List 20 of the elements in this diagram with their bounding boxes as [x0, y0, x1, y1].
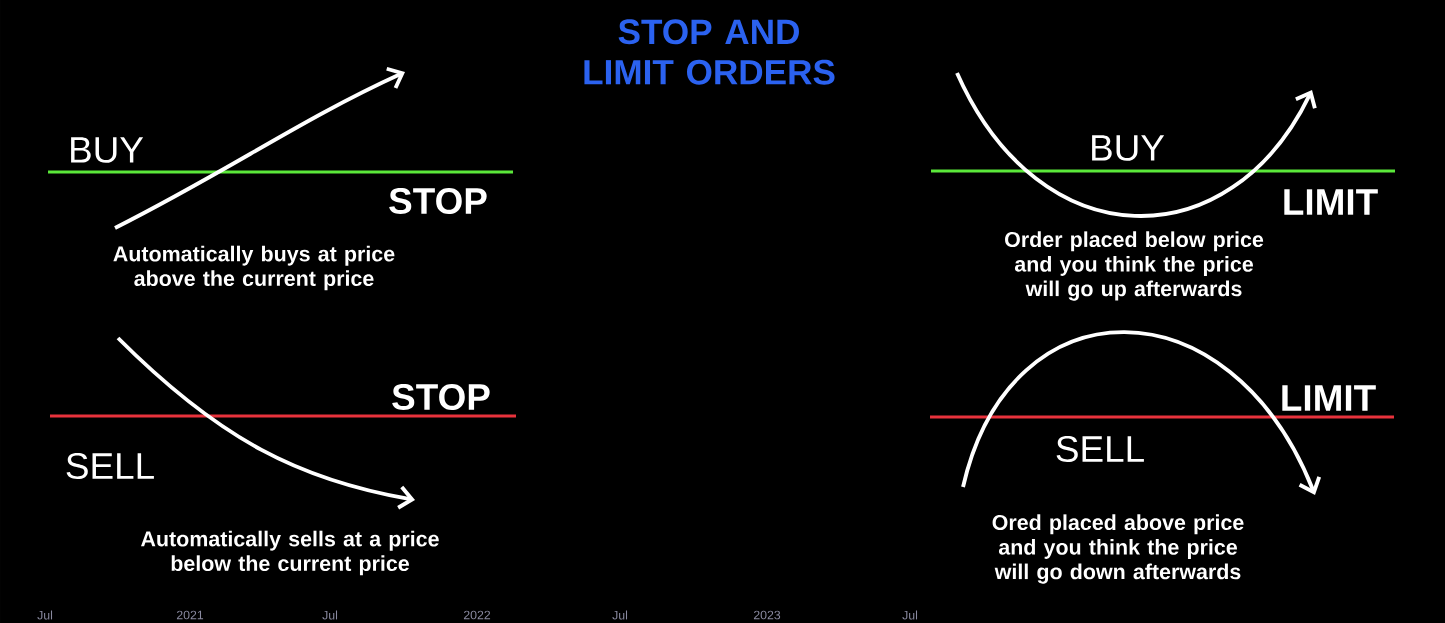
description-text: Order placed below price and you think the price will go up afterwards: [1005, 231, 1264, 301]
big-label: BUY: [71, 137, 144, 163]
description-text: Ored placed above price and you think the price will go down afterwards: [992, 514, 1244, 584]
axis-tick-label: 2021: [176, 610, 204, 620]
title: STOP AND LIMIT ORDERS: [584, 19, 835, 85]
big-label: LIMIT: [1282, 385, 1376, 411]
axis-tick-label: Jul: [612, 610, 628, 620]
description-text: Automatically sells at a price below the current price: [141, 530, 439, 576]
description-text: Automatically buys at price above the current price: [113, 245, 395, 291]
axis-tick-label: 2022: [463, 610, 491, 620]
axis-tick-label: Jul: [322, 610, 338, 620]
big-label: STOP: [389, 187, 487, 215]
big-label: BUY: [1092, 135, 1165, 161]
axis-tick-label: Jul: [37, 610, 53, 620]
big-label: STOP: [392, 383, 490, 411]
axis-tick-label: 2023: [753, 610, 781, 620]
big-label: LIMIT: [1284, 189, 1378, 215]
big-label: SELL: [1056, 435, 1144, 463]
big-label: SELL: [66, 452, 154, 480]
axis-tick-label: Jul: [902, 610, 918, 620]
